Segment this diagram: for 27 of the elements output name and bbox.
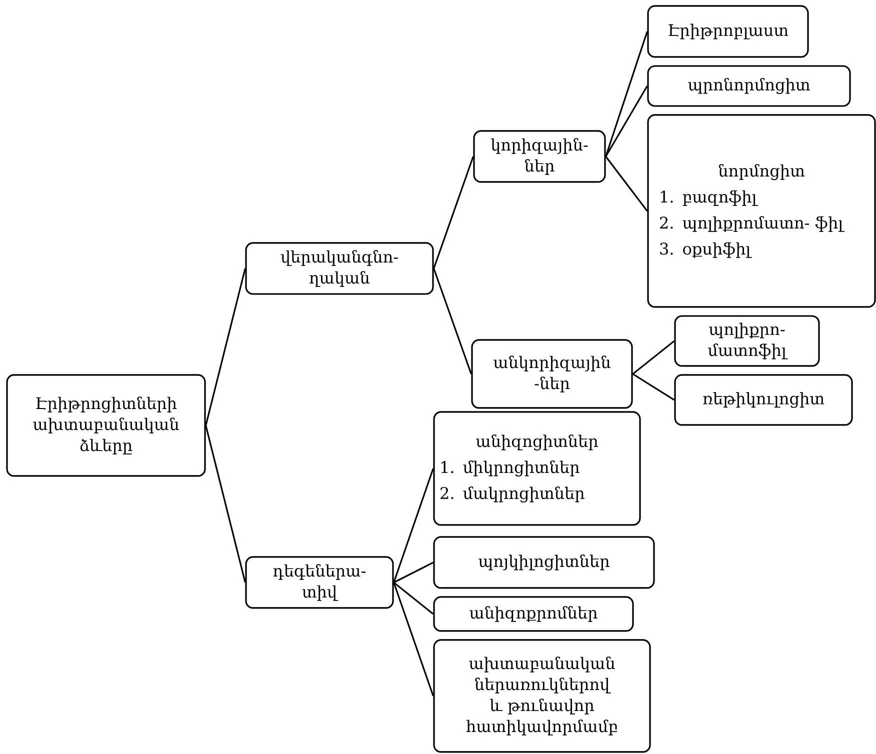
connector-line <box>605 31 648 157</box>
category-box: անիզոքրոմներ <box>433 596 634 632</box>
connector-line <box>393 468 434 583</box>
connector-line <box>393 582 434 696</box>
category-box: նորմոցիտ 1. բազոֆիլ 2. պոլիքրոմատո- ֆիլ 3. օքսիֆիլ <box>647 114 876 308</box>
category-box: պրոնորմոցիտ <box>647 65 851 107</box>
connector-line <box>205 268 246 426</box>
connector-line <box>433 268 472 374</box>
connector-line <box>632 373 675 401</box>
category-box: վերականգնո- ղական <box>245 242 434 295</box>
connector-line <box>393 582 434 615</box>
connector-line <box>605 156 648 212</box>
category-box: Էրիթրոբլաստ <box>647 5 809 58</box>
category-box: կորիզային- ներ <box>473 130 606 183</box>
category-box: պոյկիլոցիտներ <box>433 536 655 589</box>
connector-line <box>393 562 434 584</box>
connector-line <box>632 340 675 375</box>
category-box: ռեթիկուլոցիտ <box>674 374 853 426</box>
category-box: դեգեներա- տիվ <box>245 556 394 609</box>
category-box: անիզոցիտներ 1. միկրոցիտներ 2. մակրոցիտներ <box>433 411 641 526</box>
category-box: պոլիքրո- մատոֆիլ <box>674 315 820 367</box>
connector-line <box>205 425 246 583</box>
category-box: Էրիթրոցիտների ախտաբանական ձևերը <box>6 374 206 477</box>
category-box: ախտաբանական ներառուկներով և թունավոր հատիկավորմամբ <box>433 639 651 753</box>
connector-line <box>605 86 648 157</box>
category-box: անկորիզային -ներ <box>471 339 633 409</box>
connector-line <box>433 156 474 269</box>
